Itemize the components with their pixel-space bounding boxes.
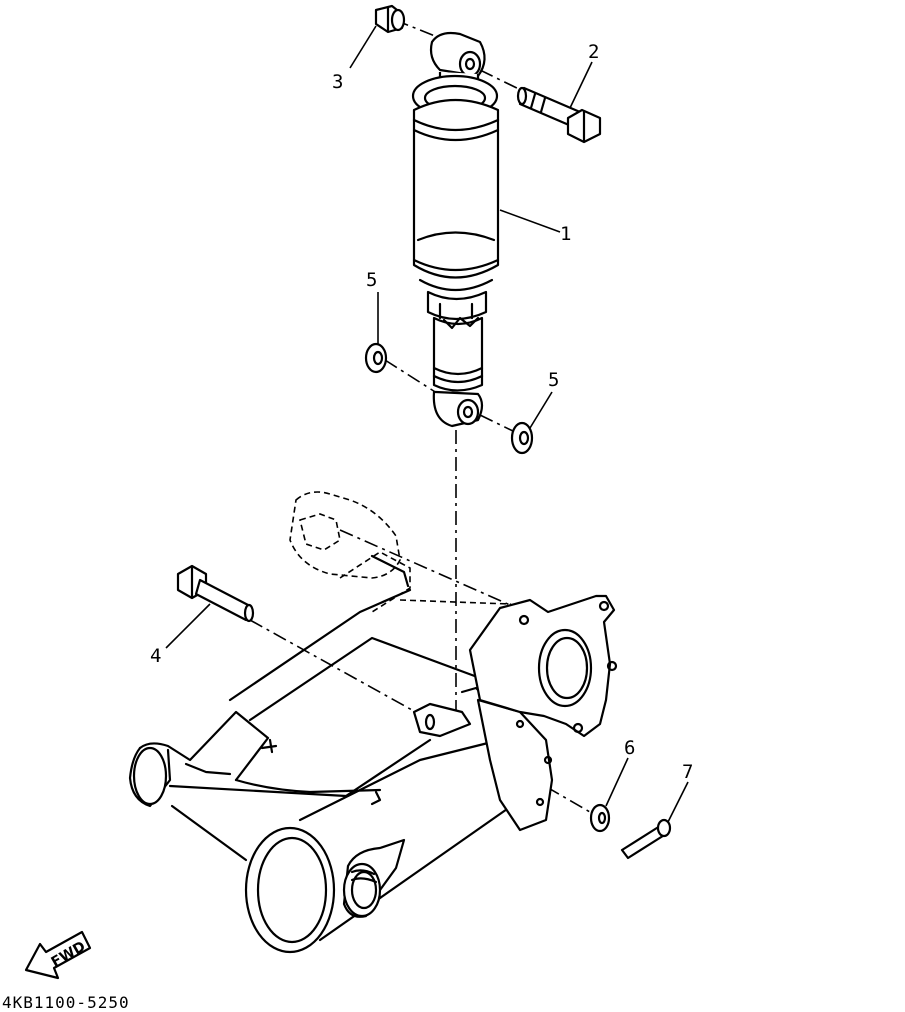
callout-5-upper: 5 [366, 269, 377, 291]
cotter-pin-part [620, 818, 672, 860]
rear-shock-absorber-part [411, 31, 500, 428]
washer-part-upper [364, 342, 388, 374]
axle-washer-part [589, 803, 611, 833]
mounting-bolt-part [516, 86, 602, 144]
washer-part-lower [510, 421, 534, 455]
callout-leaders [165, 25, 689, 823]
callout-5-lower: 5 [548, 369, 559, 391]
callout-6: 6 [624, 737, 635, 759]
swing-arm-assembly [128, 491, 618, 954]
callout-1: 1 [560, 223, 571, 245]
callout-labels: 1 2 3 4 5 5 6 7 [150, 41, 693, 783]
callout-2: 2 [588, 41, 599, 63]
forward-direction-arrow: FWD [24, 930, 92, 980]
pivot-bolt-part [176, 564, 255, 623]
callout-7: 7 [682, 761, 693, 783]
callout-4: 4 [150, 645, 161, 667]
callout-3: 3 [332, 71, 343, 93]
flange-nut-part [374, 4, 406, 34]
part-code-label: 4KB1100-5250 [2, 993, 130, 1012]
assembly-center-lines [249, 19, 591, 813]
